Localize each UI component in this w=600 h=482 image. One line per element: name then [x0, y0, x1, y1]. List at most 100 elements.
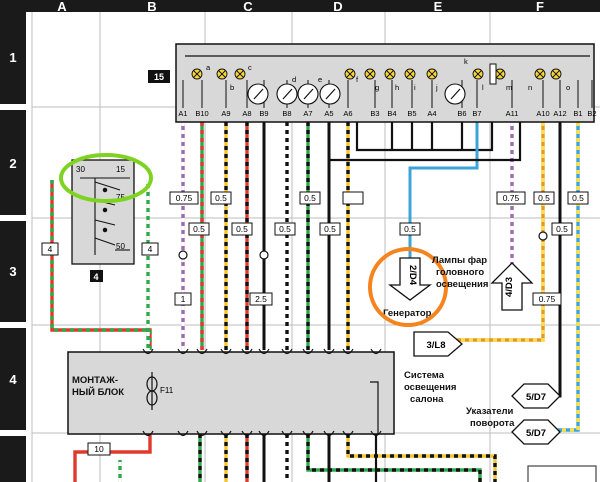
relay-pin-75: 75 [116, 193, 125, 202]
gauge-needle [303, 88, 314, 100]
wire-label-a8-low: 2.5 [255, 294, 267, 304]
block-15-id-badge [148, 70, 170, 83]
terminal-icon [177, 348, 189, 355]
bulb-cross [552, 70, 560, 78]
wire-label-a5: 0.5 [324, 224, 336, 234]
wire-label-b1: 0.5 [572, 193, 584, 203]
terminal-icon [323, 430, 335, 437]
block-15-pin-label: A9 [221, 109, 230, 118]
terminal-icon [142, 430, 154, 437]
block-15-pin-label: A5 [324, 109, 333, 118]
gauge-needle [325, 88, 336, 100]
gauge-needle [450, 88, 461, 100]
block-15-pin-label: B1 [573, 109, 582, 118]
block-15-lamp-letter: o [566, 83, 570, 92]
cabin-label-1: Система [404, 370, 445, 381]
terminal-icon [220, 348, 232, 355]
block-15-pin-label: A6 [343, 109, 352, 118]
generator-label: Генератор [383, 308, 432, 319]
terminal-icon [370, 430, 382, 437]
block-15-lamp-letter: n [528, 83, 532, 92]
col-header-f: F [536, 0, 544, 14]
turn-ref-code-2: 5/D7 [526, 428, 546, 439]
block-15-id: 15 [154, 72, 164, 82]
terminal-icon [196, 348, 208, 355]
wire-label-a10-low: 0.75 [539, 294, 556, 304]
wire-taps [178, 231, 548, 260]
block-15-pin-label: A12 [553, 109, 566, 118]
wire-label-a12: 0.5 [556, 224, 568, 234]
bulb-cross [386, 70, 394, 78]
next-block-edge [527, 465, 597, 482]
col-header-e: E [434, 0, 443, 14]
block-15-pin-label: A10 [536, 109, 549, 118]
column-header-bar [0, 0, 600, 12]
turn-label-2: поворота [470, 418, 515, 429]
mount-block-title-2: НЫЙ БЛОК [72, 386, 124, 398]
terminal-icon [196, 430, 208, 437]
turn-ref-2: 5/D7 [511, 419, 561, 445]
headlamp-label-3: освещения [436, 279, 488, 290]
wire-label-b10: 0.5 [193, 224, 205, 234]
bulb-cross [236, 70, 244, 78]
terminal-icon [241, 348, 253, 355]
terminal-icon [281, 348, 293, 355]
block-15-lamp-letter: e [318, 75, 322, 84]
bulb-cross [366, 70, 374, 78]
terminal-icon [177, 430, 189, 437]
block-15-lamp-letter: j [435, 83, 438, 92]
bulb-cross [536, 70, 544, 78]
cabin-ref: 3/L8 [413, 331, 463, 357]
turn-ref-code-1: 5/D7 [526, 392, 546, 403]
row-header-1: 1 [9, 50, 16, 65]
turn-ref-1: 5/D7 [511, 383, 561, 409]
block-15-pin-label: A8 [242, 109, 251, 118]
mount-block-terminals [142, 348, 382, 437]
wire-label-a7: 0.5 [304, 193, 316, 203]
relay-highlight-circle [59, 153, 153, 203]
terminal-icon [370, 348, 382, 355]
row-header-3: 3 [9, 264, 16, 279]
terminal-icon [142, 348, 154, 355]
col-header-b: B [147, 0, 156, 14]
block-15-pin-label: A1 [178, 109, 187, 118]
wire-label-a9: 0.5 [215, 193, 227, 203]
block-15-lamp-letter: g [375, 83, 379, 92]
block-15-pin-label: A7 [303, 109, 312, 118]
bulb-cross [406, 70, 414, 78]
block-15-lamp-letter: l [482, 83, 484, 92]
terminal-icon [258, 430, 270, 437]
wire-label-a10: 0.5 [538, 193, 550, 203]
mount-block-title-1: МОНТАЖ- [72, 375, 118, 386]
turn-label-1: Указатели [466, 406, 514, 417]
bulb-cross [346, 70, 354, 78]
headlamp-label-2: головного [436, 267, 484, 278]
terminal-icon [302, 348, 314, 355]
generator-highlight-circle [368, 247, 448, 327]
terminal-icon [241, 430, 253, 437]
block-15-pin-label: A4 [427, 109, 436, 118]
col-header-d: D [333, 0, 342, 14]
block-15-lamp-letter: h [395, 83, 399, 92]
gauge-needle [253, 88, 264, 100]
wire-labels: 0.75 0.5 0.5 0.5 0.5 0.5 0.5 0.5 0.75 0.… [41, 191, 589, 456]
bulb-cross [193, 70, 201, 78]
terminal-icon [342, 348, 354, 355]
wire-label-a8: 0.5 [236, 224, 248, 234]
terminal-icon [220, 430, 232, 437]
block-15-lamp-letter: f [356, 75, 359, 84]
headlamp-ref-code: 4/D3 [504, 277, 515, 297]
wire-label-bottom: 10 [94, 444, 104, 454]
block-15-pin-label: B7 [472, 109, 481, 118]
row-header-bar [0, 12, 26, 482]
block-15-lamp-letter: k [464, 57, 468, 66]
bulb-cross [218, 70, 226, 78]
relay-pin-30: 30 [76, 165, 85, 174]
block-15-pin-label: B9 [259, 109, 268, 118]
block-15-pin-label: A11 [506, 109, 519, 118]
block-15-pin-label: B4 [387, 109, 396, 118]
